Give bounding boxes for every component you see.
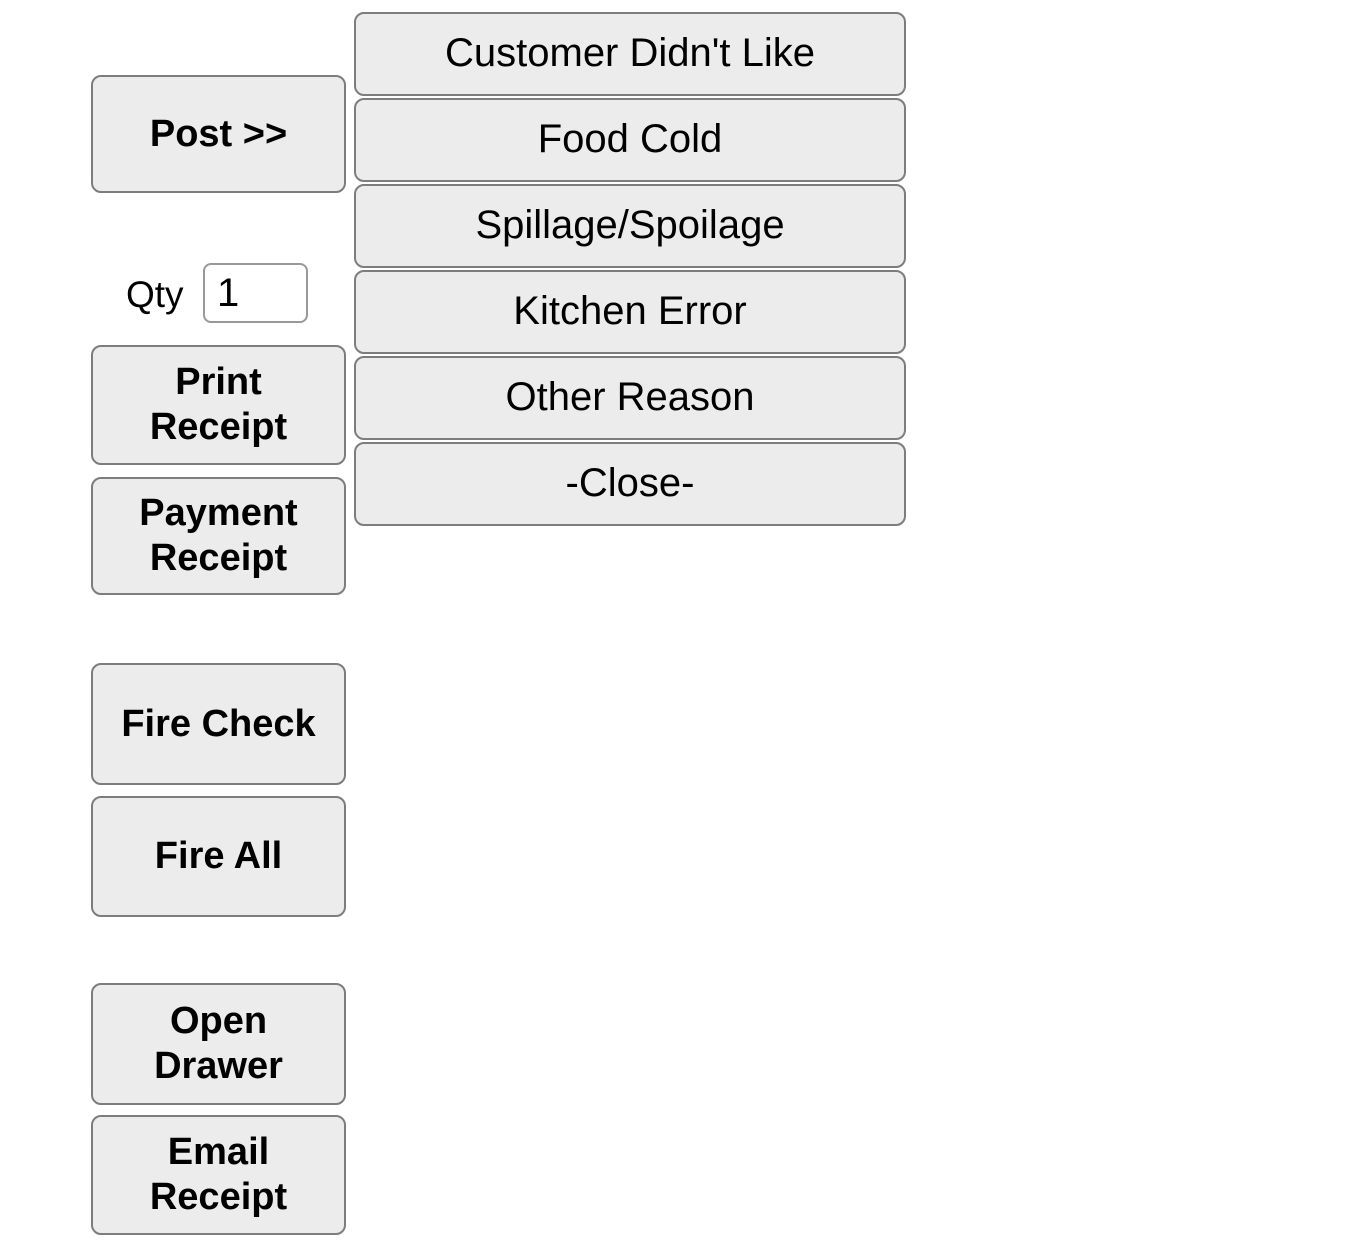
fire-check-button[interactable]: Fire Check [91,663,346,785]
fire-all-button[interactable]: Fire All [91,796,346,917]
reason-kitchen-error-button[interactable]: Kitchen Error [354,270,906,354]
reason-customer-didnt-like-button[interactable]: Customer Didn't Like [354,12,906,96]
qty-label: Qty [126,274,184,315]
open-drawer-button[interactable]: Open Drawer [91,983,346,1105]
email-receipt-button[interactable]: Email Receipt [91,1115,346,1235]
reason-spillage-spoilage-button[interactable]: Spillage/Spoilage [354,184,906,268]
reason-close-button[interactable]: -Close- [354,442,906,526]
payment-receipt-button[interactable]: Payment Receipt [91,477,346,595]
post-button[interactable]: Post >> [91,75,346,193]
print-receipt-button[interactable]: Print Receipt [91,345,346,465]
reason-food-cold-button[interactable]: Food Cold [354,98,906,182]
reason-other-reason-button[interactable]: Other Reason [354,356,906,440]
qty-input[interactable] [203,263,308,323]
